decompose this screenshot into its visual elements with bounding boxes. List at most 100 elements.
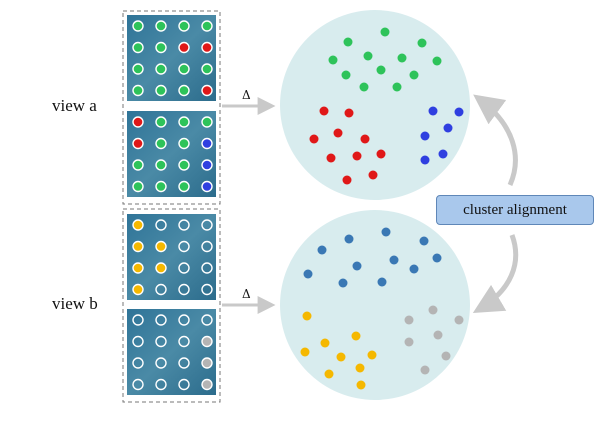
token-dot-white: [201, 240, 213, 253]
point-green: [341, 70, 351, 80]
point-green: [432, 56, 442, 66]
point-green: [359, 82, 369, 92]
point-yellow: [302, 311, 312, 321]
token-dot-green: [132, 180, 144, 193]
token-dot-white: [178, 219, 190, 231]
view-b-label: view b: [52, 294, 98, 313]
token-dot-green: [201, 20, 213, 32]
point-steel: [338, 278, 348, 288]
cluster-alignment-box: cluster alignment: [436, 195, 594, 225]
delta-label-a: Δ: [242, 88, 251, 102]
token-dot-white: [178, 283, 190, 296]
point-green: [380, 27, 390, 37]
point-red: [319, 106, 329, 116]
grid-dots-view-b-top: [132, 219, 213, 296]
token-dot-red: [132, 116, 144, 128]
token-dot-red: [201, 41, 213, 54]
point-green: [417, 38, 427, 48]
point-blue: [443, 123, 453, 133]
point-blue: [420, 155, 430, 165]
token-dot-white: [178, 314, 190, 326]
point-gray: [420, 365, 430, 375]
token-dot-green: [178, 159, 190, 171]
token-dot-white: [132, 357, 144, 369]
token-dot-green: [132, 84, 144, 97]
point-green: [397, 53, 407, 63]
token-dot-white: [155, 314, 167, 326]
point-red: [360, 134, 370, 144]
token-dot-green: [178, 84, 190, 97]
token-dot-white: [155, 357, 167, 369]
token-dot-yellow: [155, 240, 167, 253]
token-dot-green: [178, 137, 190, 150]
token-dot-green: [178, 180, 190, 193]
point-yellow: [336, 352, 346, 362]
token-dot-white: [155, 335, 167, 348]
token-dot-yellow: [132, 219, 144, 231]
point-steel: [409, 264, 419, 274]
token-dot-white: [178, 357, 190, 369]
token-dot-white: [201, 262, 213, 274]
token-dot-green: [132, 159, 144, 171]
point-steel: [303, 269, 313, 279]
grid-dots-view-a-bottom: [132, 116, 213, 193]
point-blue: [454, 107, 464, 117]
token-dot-blue: [201, 159, 213, 171]
token-dot-red: [178, 41, 190, 54]
token-dot-white: [178, 262, 190, 274]
token-dot-green: [201, 116, 213, 128]
token-dot-green: [155, 180, 167, 193]
token-dot-green: [178, 63, 190, 75]
point-steel: [432, 253, 442, 263]
point-red: [342, 175, 352, 185]
point-blue: [428, 106, 438, 116]
token-dot-green: [178, 20, 190, 32]
point-steel: [389, 255, 399, 265]
point-green: [328, 55, 338, 65]
token-dot-gray: [201, 335, 213, 348]
point-green: [409, 70, 419, 80]
point-gray: [428, 305, 438, 315]
token-dot-green: [155, 84, 167, 97]
point-red: [352, 151, 362, 161]
point-green: [343, 37, 353, 47]
token-dot-green: [155, 20, 167, 32]
token-dot-blue: [201, 180, 213, 193]
view-b-frame: [122, 208, 221, 403]
alignment-arrow-down: [472, 234, 519, 314]
token-dot-green: [155, 116, 167, 128]
grid-dots-view-a-top: [132, 20, 213, 97]
point-red: [326, 153, 336, 163]
cluster-space-b: [280, 210, 470, 400]
token-dot-red: [201, 84, 213, 97]
token-dot-green: [132, 20, 144, 32]
token-dot-yellow: [132, 262, 144, 274]
point-yellow: [351, 331, 361, 341]
point-steel: [352, 261, 362, 271]
token-dot-green: [155, 159, 167, 171]
token-dot-white: [178, 240, 190, 253]
delta-label-b: Δ: [242, 287, 251, 301]
token-dot-white: [201, 283, 213, 296]
point-gray: [404, 315, 414, 325]
token-dot-yellow: [132, 283, 144, 296]
token-dot-white: [155, 283, 167, 296]
point-red: [344, 108, 354, 118]
token-dot-white: [132, 314, 144, 326]
point-red: [368, 170, 378, 180]
token-dot-white: [201, 314, 213, 326]
token-dot-green: [155, 63, 167, 75]
point-yellow: [367, 350, 377, 360]
token-dot-gray: [201, 378, 213, 391]
token-dot-green: [155, 41, 167, 54]
cluster-dots-view-a: [309, 27, 464, 185]
token-dot-white: [201, 219, 213, 231]
token-dot-green: [178, 116, 190, 128]
token-dot-white: [155, 219, 167, 231]
point-yellow: [356, 380, 366, 390]
token-dot-yellow: [132, 240, 144, 253]
point-gray: [441, 351, 451, 361]
point-steel: [381, 227, 391, 237]
token-dot-white: [178, 335, 190, 348]
